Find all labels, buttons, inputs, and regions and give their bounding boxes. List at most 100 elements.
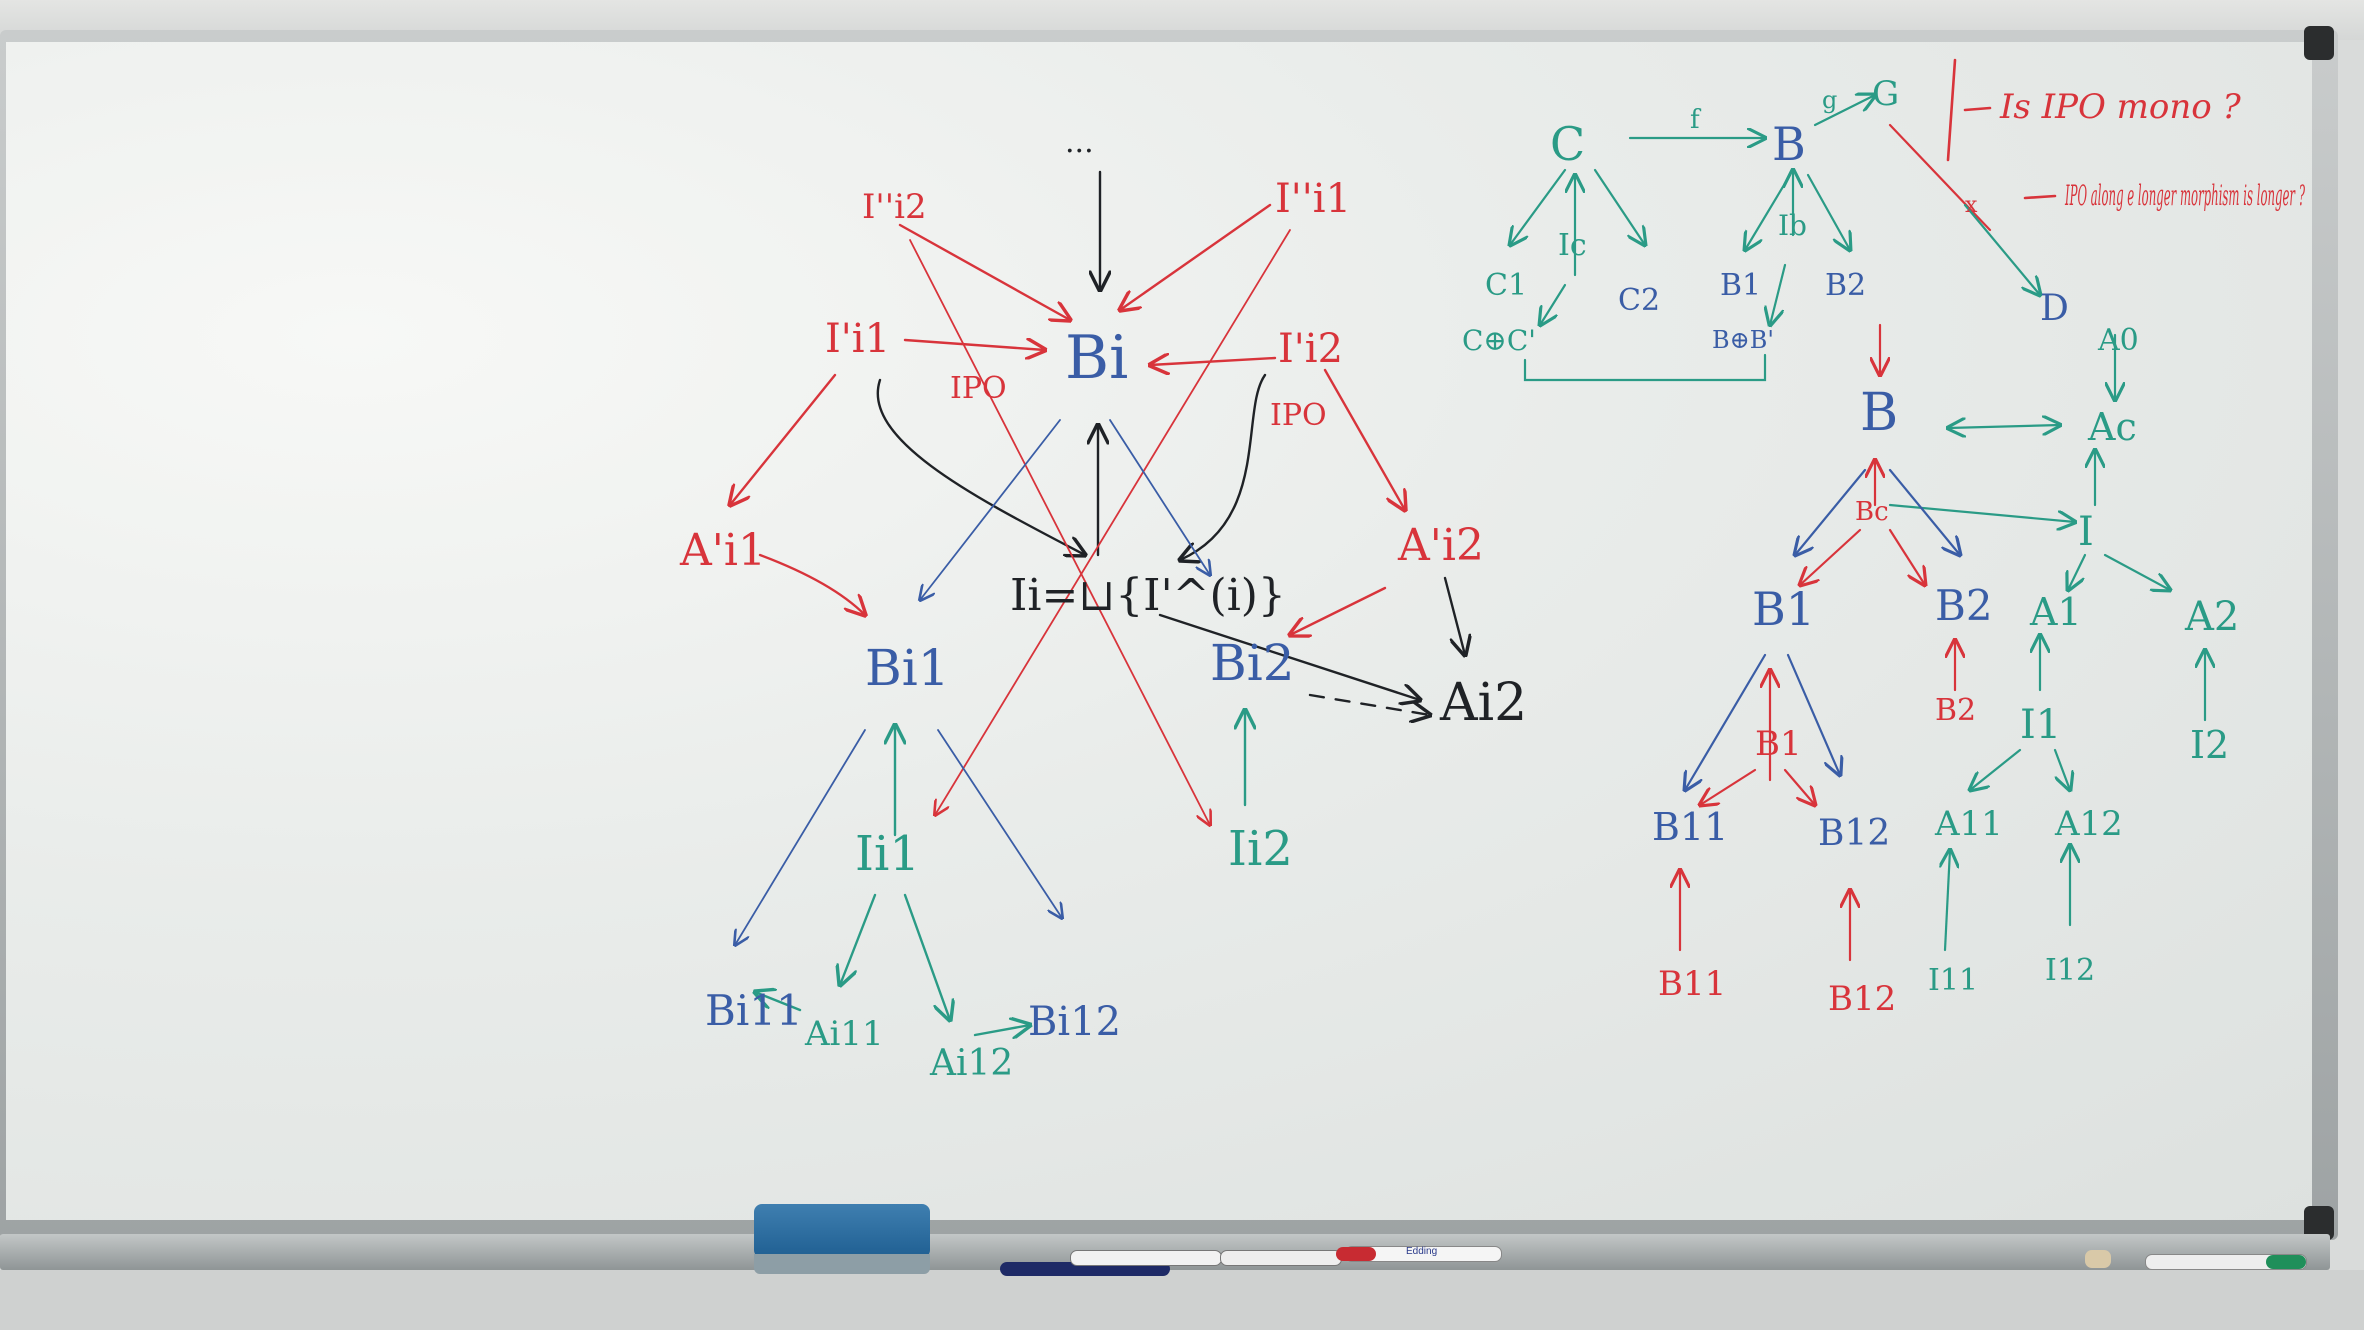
arrow-a-i2-to-ai2 [1443, 576, 1465, 655]
arrow-ib-to-bsum [1770, 263, 1787, 325]
node-bi11: Bi11 [705, 986, 803, 1035]
node-ai12: Ai12 [929, 1043, 1013, 1084]
node-i1p: I'i1 [825, 316, 890, 362]
eraser-felt [754, 1254, 930, 1274]
arrow-ic-to-csum [1540, 283, 1567, 325]
marker-green[interactable] [2145, 1254, 2307, 1270]
arrow-i1pp-to-bi [1120, 203, 1272, 310]
node-bi12: Bi12 [1028, 999, 1121, 1045]
arrow-bc-to-i [1888, 503, 2075, 522]
arrow-ii1-to-center [876, 378, 1085, 555]
node-top-dots: ... [1065, 125, 1094, 160]
arrow-c-to-c2 [1593, 168, 1645, 245]
annotation-question-2-block: IPO along e longer morphism is longer ? [2065, 179, 2306, 212]
annotations: Is IPO mono ? IPO along e longer morphis… [1999, 87, 2305, 212]
node-bi1: Bi1 [865, 639, 950, 697]
node-i1: I1 [2020, 702, 2061, 748]
arrow-ii2-to-center [1180, 373, 1267, 560]
arrow-i2pp-to-ii2 [909, 239, 1210, 825]
node-a0: A0 [2097, 323, 2139, 358]
marker-black[interactable] [1070, 1250, 1222, 1266]
dashed-arrow-bi2-ai2 [1308, 693, 1430, 715]
node-b1-red: B1 [1755, 724, 1802, 764]
arrow-b1-to-b11 [1685, 653, 1767, 790]
node-b2-red: B2 [1935, 693, 1976, 728]
node-b-top: B [1772, 117, 1806, 171]
node-bc: Bc [1855, 497, 1889, 527]
node-i2: I2 [2190, 723, 2229, 767]
node-d: D [2040, 288, 2069, 329]
node-bi: Bi [1065, 323, 1128, 393]
marker-cap [2085, 1250, 2111, 1268]
arrow-b1-to-b12 [1786, 653, 1840, 775]
node-ai2: Ai2 [1439, 673, 1527, 733]
arrow-i11-to-a11 [1945, 850, 1950, 952]
arrow-a1p-to-bi1 [758, 553, 865, 615]
arrow-i2p-to-bi [1150, 358, 1277, 365]
annotation-question-1: Is IPO mono ? [1999, 87, 2242, 127]
arrow-i-to-a2 [2103, 553, 2170, 590]
node-b11: B11 [1652, 805, 1728, 849]
edge-label-x: x [1965, 193, 1978, 218]
marker-red[interactable]: Edding [1336, 1246, 1502, 1262]
arrow-b-to-g [1813, 95, 1875, 127]
node-ac: Ac [2087, 405, 2137, 449]
node-ib: Ib [1778, 209, 1807, 242]
node-b2-small: B2 [1825, 268, 1866, 303]
arrow-x-to-d [1963, 203, 2040, 295]
frame-corner-top-right [2304, 26, 2334, 60]
annotation-dash-1 [1963, 106, 1992, 112]
marker-white[interactable] [1220, 1250, 1342, 1266]
node-b12-red: B12 [1828, 979, 1896, 1019]
whiteboard-eraser[interactable] [754, 1204, 930, 1276]
arrow-i1p-to-bi [903, 340, 1045, 350]
edge-label-g: g [1822, 86, 1837, 114]
node-a2p: A'i2 [1397, 520, 1484, 571]
node-a2: A2 [2184, 594, 2239, 640]
arrow-b1red-to-b12 [1783, 768, 1815, 805]
connector-csum-bsum [1523, 353, 1767, 382]
left-diagram [730, 170, 1465, 1035]
node-csum: C⊕C' [1462, 324, 1536, 357]
left-diagram-labels: ... Bi I''i2 I''i1 I'i1 I'i2 IPO IPO A'i… [679, 125, 1527, 1084]
arrow-b-to-b1 [1745, 173, 1792, 250]
arrow-i1-to-a12 [2053, 748, 2070, 790]
arrow-bmid-to-b1 [1795, 468, 1867, 555]
node-i2pp: I''i2 [862, 187, 927, 227]
node-bi2: Bi2 [1210, 634, 1295, 692]
arrow-ii1-to-ai11 [840, 893, 877, 985]
annotation-question-2: IPO along e longer morphism is longer ? [2065, 179, 2306, 212]
node-b2: B2 [1935, 581, 1993, 630]
arrow-c-to-c1 [1510, 168, 1567, 245]
whiteboard-surface [6, 42, 2312, 1220]
node-ai11: Ai11 [804, 1014, 884, 1054]
arrow-bc-to-b2 [1888, 528, 1925, 585]
edge-label-ipo-1: IPO [950, 371, 1007, 406]
node-ii1: Ii1 [855, 826, 920, 882]
arrow-ai11-to-bi11 [755, 992, 802, 1012]
node-b-mid: B [1860, 383, 1898, 443]
arrow-a2p-to-bi2 [1290, 586, 1387, 635]
arrow-ii1-to-ai12 [903, 893, 950, 1020]
edge-label-f: f [1690, 105, 1702, 135]
node-i-mid: I [2078, 509, 2094, 555]
node-a1: A1 [2029, 590, 2082, 634]
node-c1: C1 [1485, 268, 1527, 303]
arrow-i2p-to-a2p [1323, 368, 1405, 510]
right-diagram-labels: C f B g G x D Ic C1 C2 C⊕C' Ib B1 B2 B⊕B… [1462, 74, 2239, 1019]
node-ic: Ic [1558, 228, 1587, 263]
arrow-i2pp-to-bi [898, 223, 1070, 320]
arrow-bmid-to-b2 [1888, 468, 1960, 555]
arrow-i1pp-to-ii1 [935, 229, 1291, 815]
wall-bottom [0, 1270, 2364, 1330]
node-center: Ii=⊔{I'^(i)} [1010, 570, 1286, 621]
arrow-i1-to-a11 [1970, 748, 2022, 790]
arrow-bi-to-bi2 [1109, 419, 1210, 575]
arrow-bi1-to-bi11 [735, 729, 866, 945]
node-g: G [1872, 74, 1899, 114]
arrow-bmid-ac [1948, 425, 2060, 428]
eraser-handle [754, 1204, 930, 1258]
right-diagram [1510, 58, 2205, 962]
arrow-bi-to-bi1 [920, 419, 1061, 600]
